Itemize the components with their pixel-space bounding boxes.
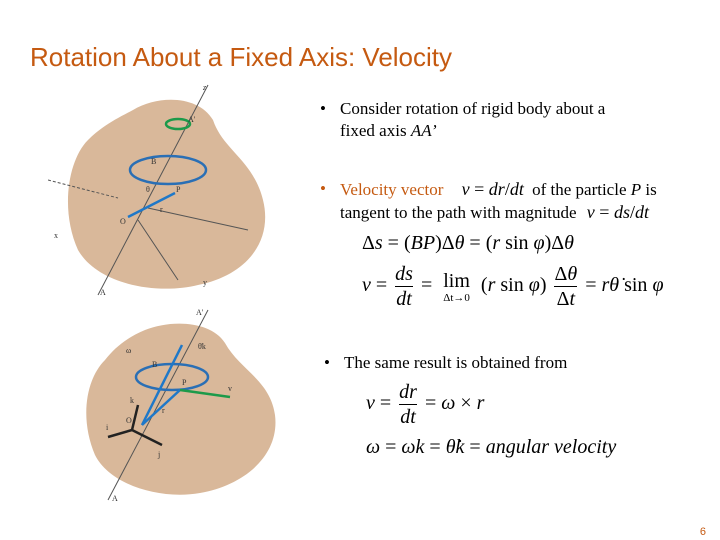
bottom-rigid-body-figure: A' θ̇k ω B P v k r O i j A	[86, 308, 276, 503]
label-a: A	[100, 288, 106, 297]
label-i: i	[106, 423, 109, 432]
label-b: B	[152, 360, 157, 369]
bullet-1-line2: fixed axis	[340, 121, 411, 140]
label-b: B	[151, 157, 156, 166]
unit-i	[107, 428, 133, 439]
unit-k	[130, 404, 140, 431]
bullet-dot: •	[320, 99, 326, 118]
axis-name: AA’	[410, 121, 437, 140]
angular-velocity-equation: ω = ωk = θ̇k = angular velocity	[366, 436, 617, 458]
rigid-body-shape	[67, 99, 266, 289]
label-y: y	[203, 278, 207, 287]
position-vector	[127, 191, 176, 219]
label-a-prime: A'	[188, 115, 196, 124]
bullet-2-is: is	[641, 180, 657, 199]
velocity-vector-label: Velocity vector	[340, 180, 444, 199]
delta-s-equation: Δs = (BP)Δθ = (r sin φ)Δθ	[362, 232, 574, 254]
bullet-1: • Consider rotation of rigid body about …	[320, 98, 710, 142]
bullet-3-text: The same result is obtained from	[344, 353, 568, 372]
label-omega: ω	[126, 346, 131, 355]
label-theta-dot-k: θ̇k	[198, 342, 206, 351]
label-r: r	[162, 406, 165, 415]
bullet-1-line1: Consider rotation of rigid body about a	[340, 99, 606, 118]
position-vector	[141, 389, 181, 426]
bullet-3: • The same result is obtained from	[324, 352, 704, 374]
bullet-2-after: of the particle	[532, 180, 631, 199]
velocity-magnitude-equation: v = ds/dt	[586, 202, 649, 222]
label-a-prime: A'	[196, 308, 204, 317]
bullet-2: • Velocity vector v = dr/dt of the parti…	[320, 178, 720, 224]
label-o: O	[126, 416, 132, 425]
label-v: v	[228, 384, 232, 393]
label-z: z	[202, 83, 207, 92]
omega-vector	[140, 344, 184, 426]
label-r: r	[160, 205, 163, 214]
label-k: k	[130, 396, 134, 405]
label-j: j	[157, 450, 160, 459]
label-x: x	[54, 231, 58, 240]
label-p: P	[176, 185, 181, 194]
slide-title: Rotation About a Fixed Axis: Velocity	[30, 42, 453, 72]
label-theta: θ	[146, 185, 150, 194]
axis-line	[97, 84, 209, 296]
bullet-dot: •	[324, 353, 330, 372]
label-p: P	[182, 378, 187, 387]
velocity-vector	[179, 388, 231, 399]
axis-line	[107, 309, 209, 501]
rotation-arrow	[164, 117, 192, 131]
top-rigid-body-figure: z A' B θ P O r x y A	[48, 83, 266, 297]
bullet-2-line2: tangent to the path with magnitude	[340, 203, 577, 222]
limit-subscript: Δt→0	[443, 291, 470, 304]
path-circle	[128, 154, 208, 186]
angular-velocity-label: angular velocity	[485, 436, 617, 458]
page-number: 6	[699, 526, 706, 538]
particle-p: P	[630, 180, 642, 199]
label-o: O	[120, 217, 126, 226]
bullet-dot: •	[320, 179, 326, 198]
velocity-definition-equation: v = dr/dt	[461, 179, 524, 199]
label-a: A	[112, 494, 118, 503]
unit-j	[131, 428, 163, 447]
